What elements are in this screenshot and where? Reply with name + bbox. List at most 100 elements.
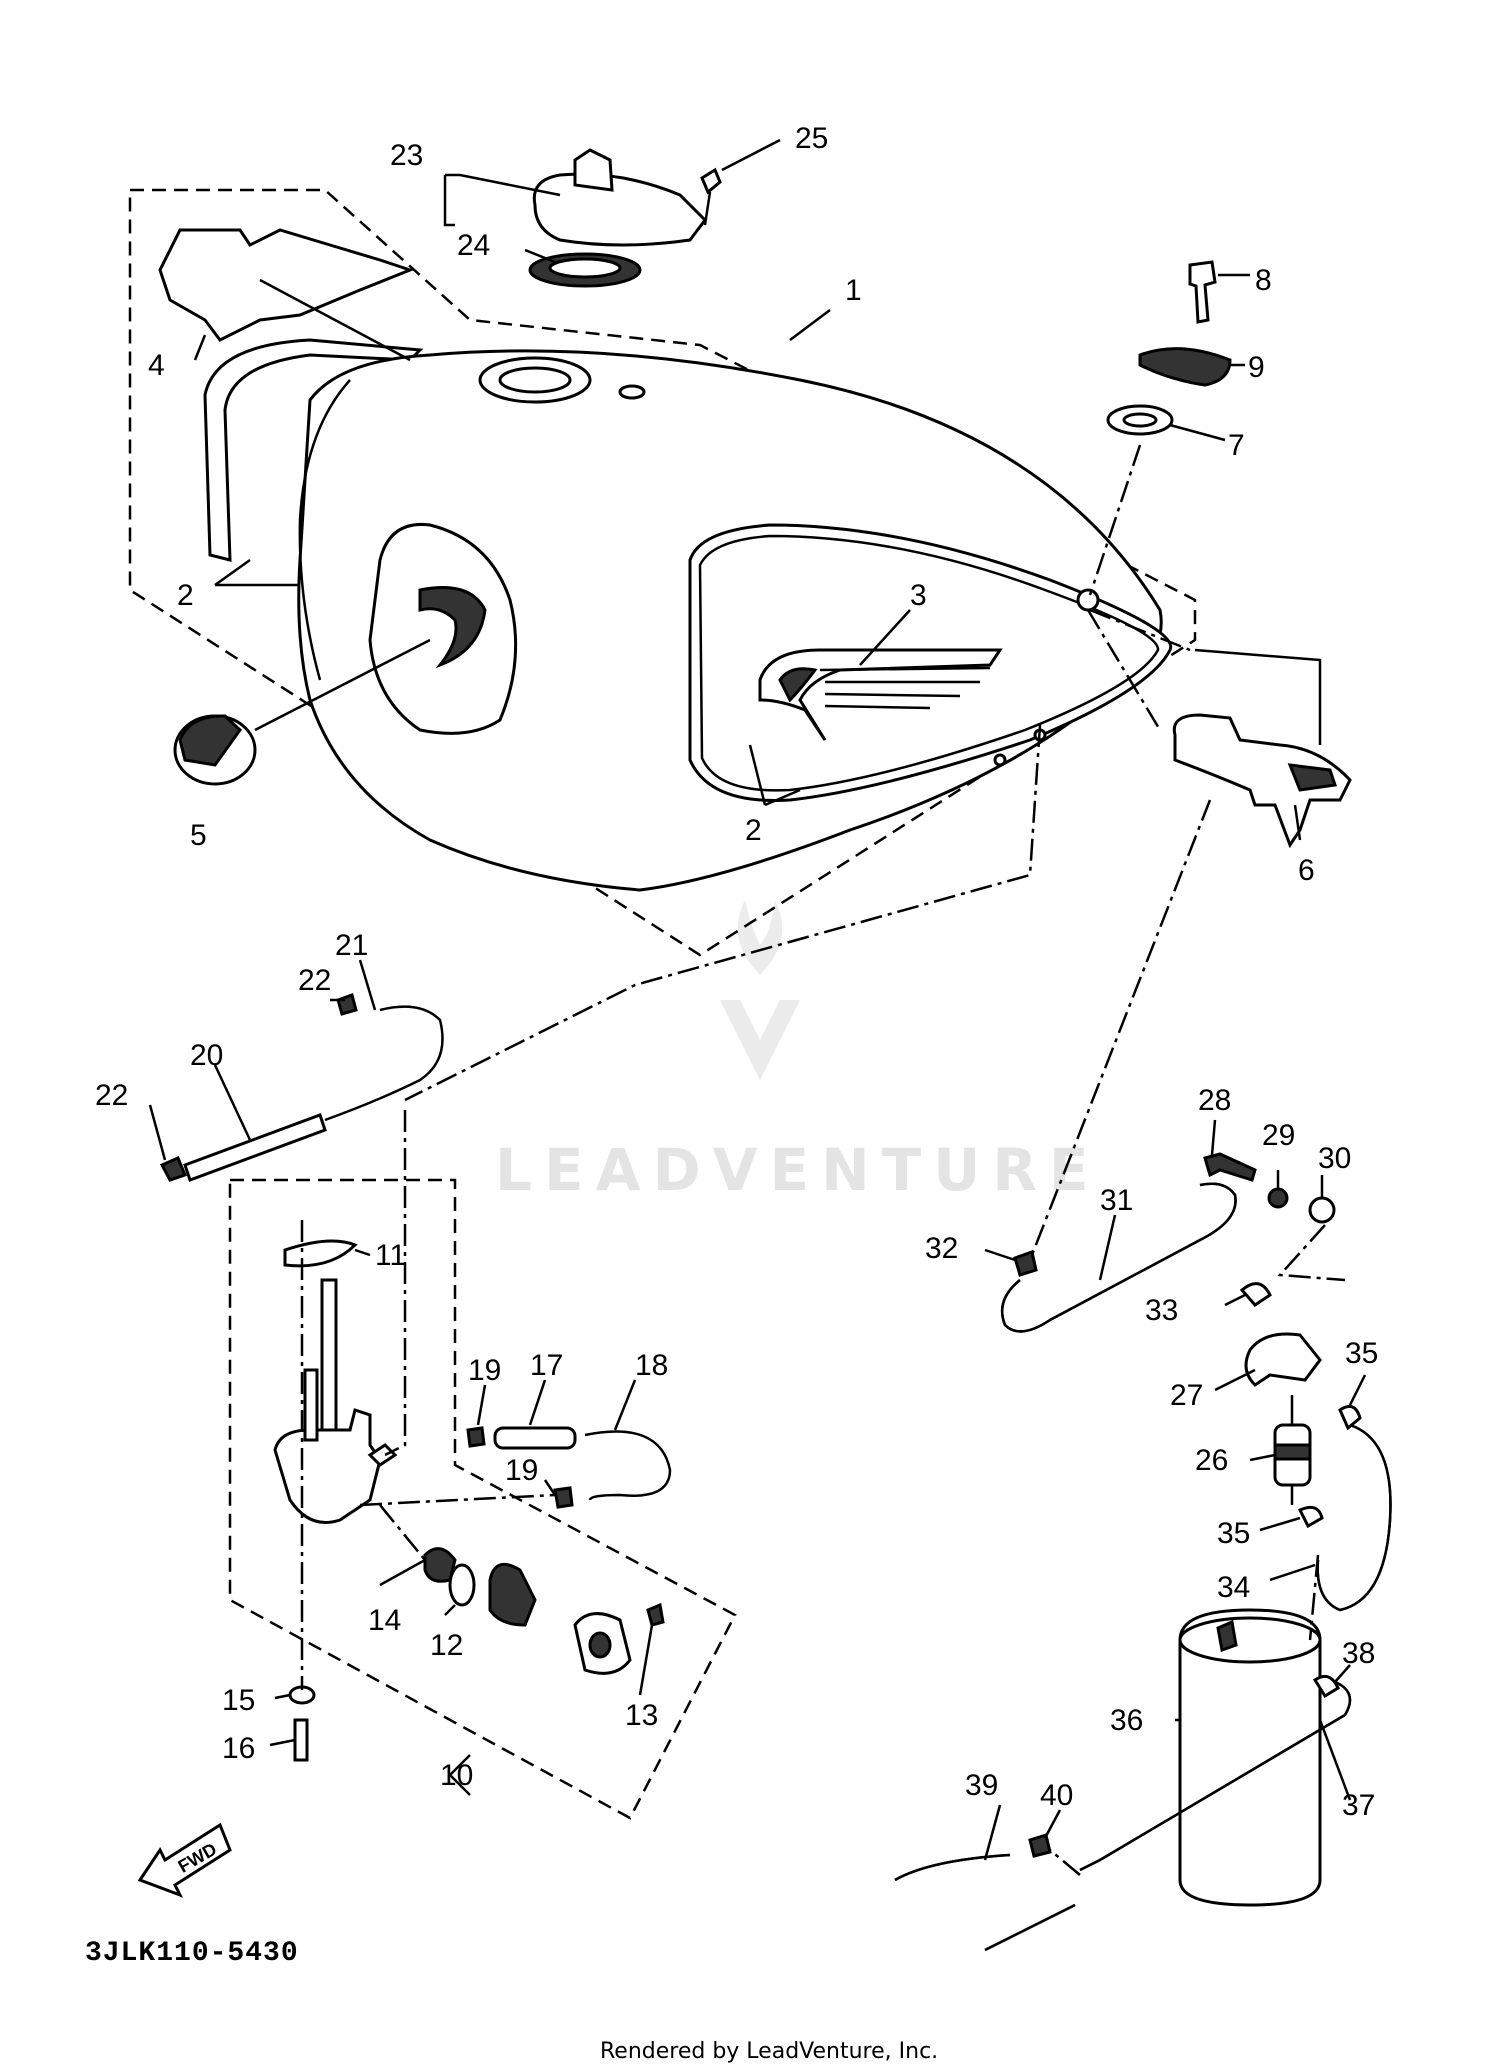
callout-38: 38: [1342, 1637, 1375, 1670]
callout-8: 8: [1255, 264, 1272, 297]
callout-9: 9: [1248, 351, 1265, 384]
callout-16: 16: [222, 1732, 255, 1765]
leader-lines: [148, 138, 1367, 1876]
callout-29: 29: [1262, 1119, 1295, 1152]
canister-36: [1178, 1608, 1322, 1907]
tank-emblem-3: [758, 648, 1003, 741]
forward-arrow: FWD: [137, 1822, 232, 1898]
diagram-code: 3JLK110-5430: [85, 1938, 299, 1969]
emblem-panel-inner: [698, 534, 1160, 792]
recess-clip: [418, 586, 487, 669]
clamp-40: [1028, 1833, 1052, 1858]
washer-7-inner: [1122, 412, 1158, 428]
canister-nipple: [1216, 1619, 1238, 1653]
clip-38: [1312, 1674, 1340, 1699]
callout-1: 1: [845, 274, 862, 307]
nut-30: [1308, 1196, 1336, 1224]
clip-33: [1239, 1282, 1272, 1307]
screw-25: [700, 167, 722, 195]
cap-5: [173, 714, 257, 786]
clamp-22-left: [159, 1156, 187, 1182]
callout-19b: 19: [505, 1454, 538, 1487]
callout-6: 6: [1298, 854, 1315, 887]
fuel-hoses-17-18: [466, 1426, 672, 1509]
trim-strip-left: [203, 338, 424, 562]
callout-40: 40: [1040, 1779, 1073, 1812]
mount-hole-front: [1076, 588, 1100, 612]
callout-23: 23: [390, 139, 423, 172]
knee-recess: [368, 522, 518, 735]
tank-rear-contour: [298, 379, 351, 681]
decal-4: [158, 228, 415, 342]
callout-39: 39: [965, 1769, 998, 1802]
tank-mount-hardware: [1106, 260, 1232, 436]
hose-20: [183, 1113, 327, 1182]
hose-17: [493, 1426, 577, 1450]
callout-26: 26: [1195, 1444, 1228, 1477]
callout-31: 31: [1100, 1184, 1133, 1217]
clamp-32: [1013, 1250, 1038, 1277]
fuel-cock-tube-reserve: [303, 1368, 319, 1442]
bracket-27: [1244, 1332, 1322, 1387]
clamp-19-lower: [553, 1486, 574, 1509]
callout-13: 13: [625, 1699, 658, 1732]
evap-system: [894, 1152, 1392, 1952]
callout-2b: 2: [745, 814, 762, 847]
callout-22a: 22: [298, 964, 331, 997]
hose-31-inner: [1000, 1182, 1237, 1333]
hose-18-coil: [584, 1430, 672, 1501]
clip-35-lower: [1297, 1505, 1324, 1529]
canister-36-top: [1178, 1616, 1322, 1664]
callout-12: 12: [430, 1629, 463, 1662]
fuel-cap-assembly: [528, 148, 722, 288]
callout-32: 32: [925, 1232, 958, 1265]
fuel-cock-boundary: [228, 1178, 737, 1820]
filter-26-band: [1273, 1443, 1312, 1461]
callout-21: 21: [335, 929, 368, 962]
callout-18: 18: [635, 1349, 668, 1382]
callout-35a: 35: [1345, 1337, 1378, 1370]
callout-27: 27: [1170, 1379, 1203, 1412]
hose-39: [894, 1853, 1011, 1882]
clamp-19-upper: [466, 1426, 486, 1448]
callout-33: 33: [1145, 1294, 1178, 1327]
hose-34-inner: [1316, 1423, 1392, 1612]
callout-36: 36: [1110, 1704, 1143, 1737]
callout-22b: 22: [95, 1079, 128, 1112]
mount-hole-bottom: [993, 753, 1007, 767]
fuel-cock-tube-main: [320, 1278, 338, 1432]
callout-10: 10: [440, 1759, 473, 1792]
bolt-28: [1203, 1152, 1257, 1182]
callout-4: 4: [148, 349, 165, 382]
callout-14: 14: [368, 1604, 401, 1637]
clamp-22-right: [336, 993, 358, 1016]
callout-25: 25: [795, 122, 828, 155]
drain-hose-inner: [984, 1903, 1076, 1952]
screw-16: [293, 1718, 309, 1762]
callout-17: 17: [530, 1349, 563, 1382]
callouts: 1 2 2 3 4 5 6 7 8 9 10 11 12 13 14 15 16…: [95, 122, 1378, 1822]
hose-21-coil: [324, 1005, 444, 1122]
callout-30: 30: [1318, 1142, 1351, 1175]
bolt-8: [1188, 260, 1217, 324]
hose-39-inner: [894, 1853, 1011, 1882]
o-ring-12: [448, 1563, 476, 1607]
filler-neck-inner: [498, 366, 572, 394]
callout-19a: 19: [468, 1354, 501, 1387]
fuel-hoses-20-21: [159, 993, 444, 1182]
callout-35b: 35: [1217, 1517, 1250, 1550]
filler-vent: [618, 384, 646, 400]
callout-5: 5: [190, 819, 207, 852]
callout-11: 11: [375, 1239, 406, 1272]
cover-plate-hole: [588, 1631, 612, 1659]
callout-3: 3: [910, 579, 927, 612]
bracket-9: [1138, 347, 1232, 387]
cock-knob: [488, 1562, 537, 1627]
fuel-cap-23: [532, 172, 707, 247]
fuel-cap-key: [573, 148, 614, 192]
o-ring-11: [283, 1239, 358, 1268]
rear-bracket-6: [1172, 713, 1352, 849]
callout-2a: 2: [177, 579, 194, 612]
callout-28: 28: [1198, 1084, 1231, 1117]
